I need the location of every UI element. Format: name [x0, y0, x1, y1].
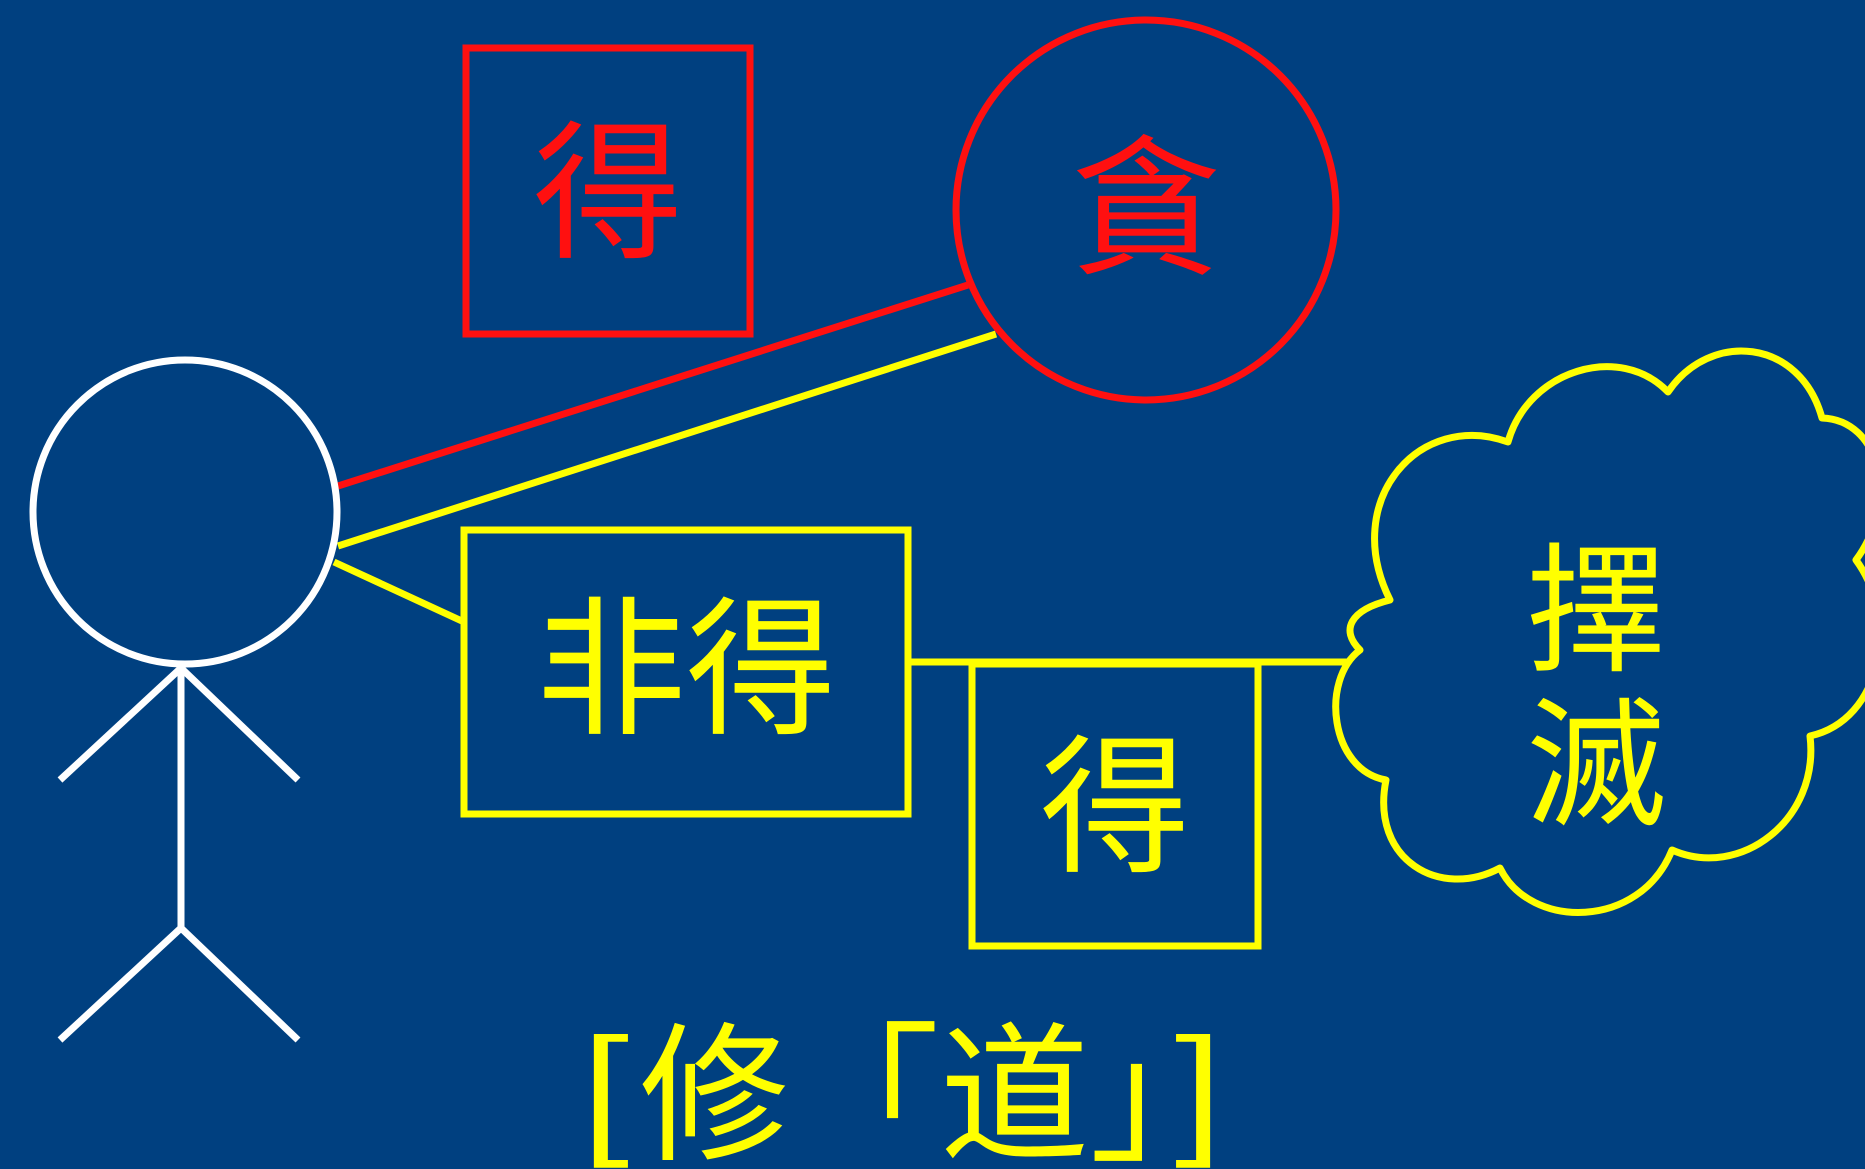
- person-left-leg: [57, 925, 184, 1043]
- yellow-box-left-label: 非得: [536, 584, 836, 758]
- red-link-line: [336, 281, 970, 490]
- person-left-arm: [57, 665, 184, 783]
- red-box: [462, 44, 754, 338]
- person-head: [29, 356, 341, 668]
- yellow-link-line-to-box: [332, 558, 466, 626]
- yellow-box-left: [460, 526, 912, 818]
- red-box-label: 得: [533, 108, 683, 282]
- cloud-label-top: 擇: [1526, 531, 1666, 694]
- stick-figure: [29, 356, 341, 1043]
- cloud-shape: [1332, 347, 1865, 916]
- yellow-box-right: [968, 660, 1262, 950]
- caption: [修「道」]: [581, 1010, 1223, 1169]
- yellow-link-line-to-circle: [336, 330, 998, 550]
- red-circle-label: 貪: [1071, 124, 1221, 298]
- person-right-arm: [178, 665, 301, 783]
- person-right-leg: [178, 925, 301, 1043]
- cloud-label-bottom: 滅: [1526, 685, 1666, 848]
- yellow-box-right-label: 得: [1040, 722, 1190, 896]
- red-circle: [952, 16, 1340, 404]
